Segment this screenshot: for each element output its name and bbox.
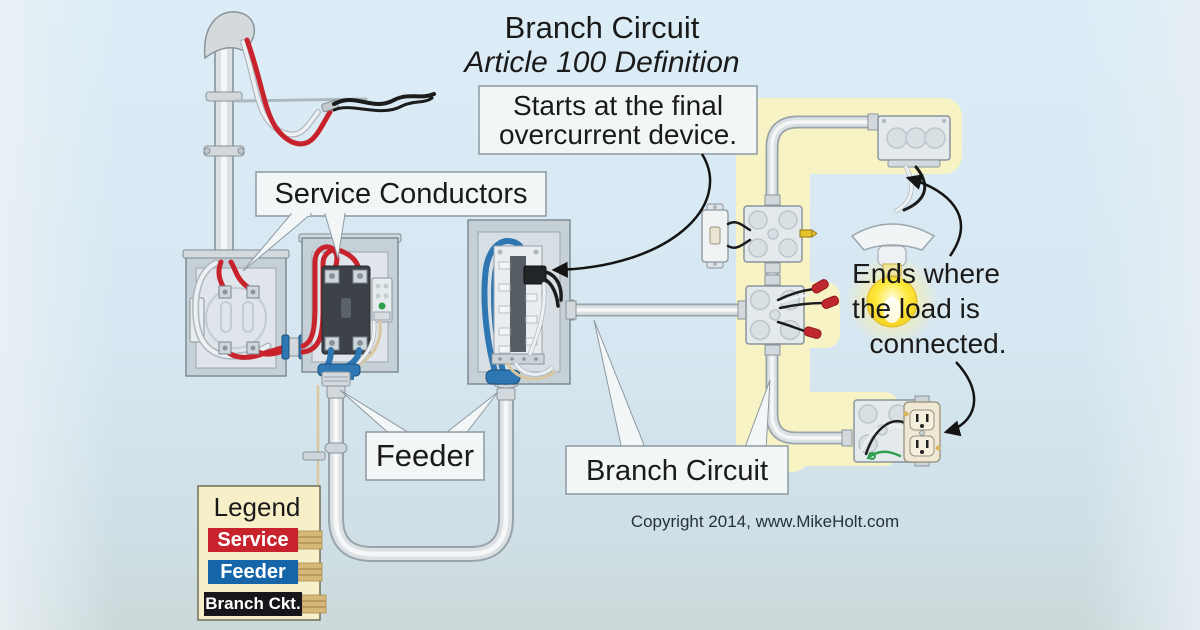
ground-clamp bbox=[302, 451, 326, 461]
branch-conduit-vertical bbox=[764, 113, 886, 447]
feeder-callout: Feeder bbox=[339, 389, 499, 481]
ground-screw bbox=[799, 229, 813, 238]
copyright-text: Copyright 2014, www.MikeHolt.com bbox=[631, 512, 899, 531]
wire-nut bbox=[811, 279, 829, 294]
wire-nut bbox=[821, 295, 840, 309]
switch-toggle bbox=[709, 226, 721, 245]
service-conductors-callout: Service Conductors bbox=[242, 171, 547, 272]
feeder-conduit bbox=[324, 385, 516, 562]
left-fade-band bbox=[0, 0, 115, 630]
ceiling-box bbox=[877, 115, 951, 214]
legend-item-branch: Branch Ckt. bbox=[204, 592, 327, 616]
legend-item-feeder: Feeder bbox=[208, 560, 323, 584]
service-conductors-label: Service Conductors bbox=[274, 178, 527, 210]
service-disconnect bbox=[298, 233, 402, 387]
meter-ghost-circle bbox=[205, 287, 267, 349]
branch-circuit-label: Branch Circuit bbox=[586, 455, 768, 487]
right-fade-band bbox=[1085, 0, 1200, 630]
legend-label-service: Service bbox=[217, 529, 288, 551]
ends-line3: connected. bbox=[870, 328, 1007, 359]
legend: Legend Service Feeder Branch Ckt. bbox=[197, 485, 327, 621]
arrow-to-lamp bbox=[905, 174, 963, 257]
meter-socket bbox=[182, 249, 291, 377]
diagram-title: Branch Circuit Article 100 Definition bbox=[462, 10, 739, 79]
final-overcurrent-device bbox=[523, 265, 547, 285]
breaker-bus bbox=[510, 256, 526, 352]
arrow-to-receptacle bbox=[943, 361, 976, 437]
toggle-switch bbox=[701, 203, 752, 269]
branch-conduit-horizontal bbox=[565, 300, 749, 320]
title-line2: Article 100 Definition bbox=[462, 46, 739, 79]
ends-line1: Ends where bbox=[852, 258, 1000, 289]
lamp-load bbox=[846, 223, 938, 346]
legend-item-service: Service bbox=[208, 528, 323, 552]
ends-line2: the load is bbox=[852, 293, 980, 324]
lamp-canopy bbox=[850, 223, 936, 251]
switch-junction-box bbox=[743, 205, 818, 263]
legend-label-feeder: Feeder bbox=[220, 561, 286, 583]
legend-label-branch: Branch Ckt. bbox=[205, 594, 300, 613]
panelboard bbox=[467, 219, 575, 389]
neutral-bar bbox=[371, 277, 393, 323]
branch-circuit-callout: Branch Circuit bbox=[565, 319, 789, 495]
title-line1: Branch Circuit bbox=[505, 10, 700, 45]
conduit-strap bbox=[324, 442, 348, 454]
legend-title: Legend bbox=[214, 492, 301, 522]
ends-annotation: Ends where the load is connected. bbox=[852, 174, 1007, 437]
wire-nut bbox=[803, 326, 822, 339]
starts-line1: Starts at the final bbox=[513, 90, 723, 121]
arrow-to-breaker bbox=[551, 153, 712, 278]
splice-junction-box bbox=[745, 279, 840, 345]
starts-line2: overcurrent device. bbox=[499, 119, 737, 150]
starts-callout: Starts at the final overcurrent device. bbox=[478, 85, 758, 278]
service-drop-wires bbox=[234, 37, 436, 147]
feeder-label: Feeder bbox=[376, 438, 474, 473]
receptacle-load bbox=[853, 395, 941, 467]
